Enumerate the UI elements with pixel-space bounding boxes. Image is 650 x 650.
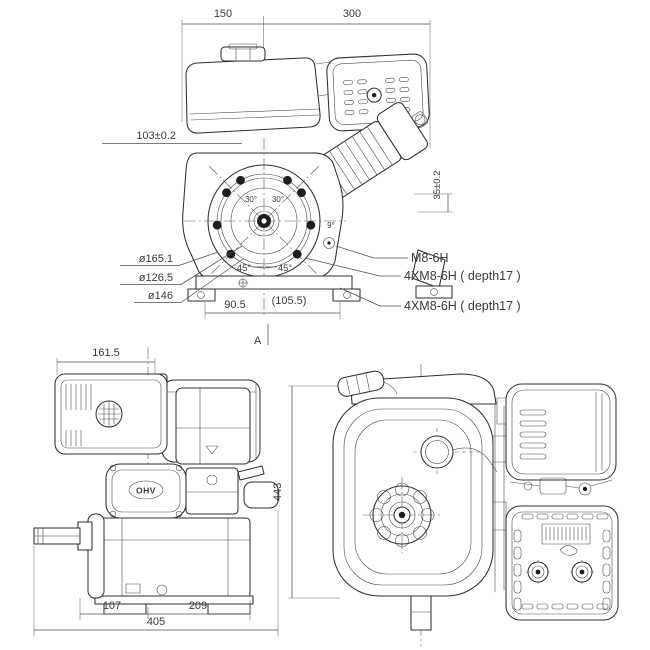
flywheel-face: 30° 30° 45° 45° 9° — [184, 138, 346, 318]
side-bottom-dimensions: 107 209 405 — [33, 510, 279, 636]
rear-shaft — [410, 595, 432, 631]
front-top-width-dimension: 150 300 — [181, 8, 431, 148]
dim-90-5: 90.5 — [224, 299, 245, 311]
front-base-dimensions: 90.5 (105.5) — [204, 295, 341, 319]
angle-30-right: 30° — [272, 195, 284, 204]
wing-nut-left — [526, 560, 550, 584]
angle-45-left: 45° — [237, 263, 252, 274]
valve-cover: OHV — [105, 463, 187, 519]
side-top-dimension: 161.5 — [56, 347, 156, 378]
air-cleaner-rear — [505, 505, 619, 621]
dim-300: 300 — [343, 8, 361, 20]
dim-405: 405 — [147, 616, 165, 628]
starter-handle — [337, 370, 398, 397]
section-a-marker: A — [254, 324, 269, 347]
oil-drain-plug — [125, 583, 141, 594]
dim-161-5: 161.5 — [92, 347, 120, 359]
rear-engine-body — [492, 403, 507, 593]
fuel-tank-front — [185, 43, 332, 134]
dim-dia-165: ø165.1 — [139, 253, 173, 265]
muffler-rear — [496, 383, 617, 481]
intake-elbow — [243, 481, 279, 509]
muffler-side — [54, 373, 168, 455]
dim-35: 35±0.2 — [432, 171, 443, 200]
angle-45-right: 45° — [278, 263, 293, 274]
dim-dia-126: ø126.5 — [139, 272, 173, 284]
thread-callouts: M8-6H 4XM8-6H ( depth17 ) 4XM8-6H ( dept… — [304, 245, 521, 313]
angle-9: 9° — [327, 221, 335, 230]
dim-443: 443 — [272, 483, 284, 501]
warning-label — [541, 523, 591, 556]
flange-bolt-holes — [212, 175, 316, 259]
side-view: 161.5 — [33, 347, 279, 636]
mounting-base-front — [187, 275, 361, 302]
choke-lever — [237, 465, 265, 481]
rear-view: 443 — [272, 364, 619, 646]
dim-105-5: (105.5) — [272, 295, 307, 307]
dim-103: 103±0.2 — [136, 130, 176, 142]
angle-30-left: 30° — [245, 195, 257, 204]
dim-150: 150 — [214, 8, 232, 20]
dim-107: 107 — [103, 600, 121, 612]
section-a-label: A — [254, 335, 262, 347]
dim-dia-146: ø146 — [148, 290, 173, 302]
front-offset-dimension: 35±0.2 — [414, 171, 453, 213]
dim-209: 209 — [189, 600, 207, 612]
hand-icon — [559, 545, 578, 556]
callout-4xm8-1: 4XM8-6H ( depth17 ) — [404, 269, 521, 283]
crankcase-side — [87, 513, 254, 615]
crankshaft-pto — [33, 521, 93, 551]
air-cleaner-side — [175, 387, 251, 465]
callout-4xm8-2: 4XM8-6H ( depth17 ) — [404, 299, 521, 313]
recoil-pulley — [363, 477, 441, 553]
linkage-cluster — [509, 477, 613, 496]
fuel-cap-front — [220, 43, 266, 62]
ohv-logo: OHV — [136, 486, 156, 496]
front-view: 150 300 103±0.2 — [102, 8, 521, 347]
muffler-louvers — [65, 383, 92, 447]
air-cleaner-vents — [513, 513, 611, 611]
side-tapped-hole — [323, 237, 335, 249]
fuel-line — [452, 447, 498, 473]
oil-fill-plug — [156, 584, 168, 596]
wing-nut-right — [570, 560, 594, 584]
carburetor-side — [185, 465, 279, 515]
callout-m8: M8-6H — [411, 251, 449, 265]
side-mount-bracket — [411, 249, 453, 299]
spark-plug — [411, 111, 428, 128]
fuel-cap-rear — [413, 428, 498, 476]
front-tank-height-dimension: 103±0.2 — [102, 130, 242, 144]
muffler-rear-slots — [519, 409, 547, 460]
diameter-callouts: ø165.1 ø126.5 ø146 — [120, 245, 244, 303]
